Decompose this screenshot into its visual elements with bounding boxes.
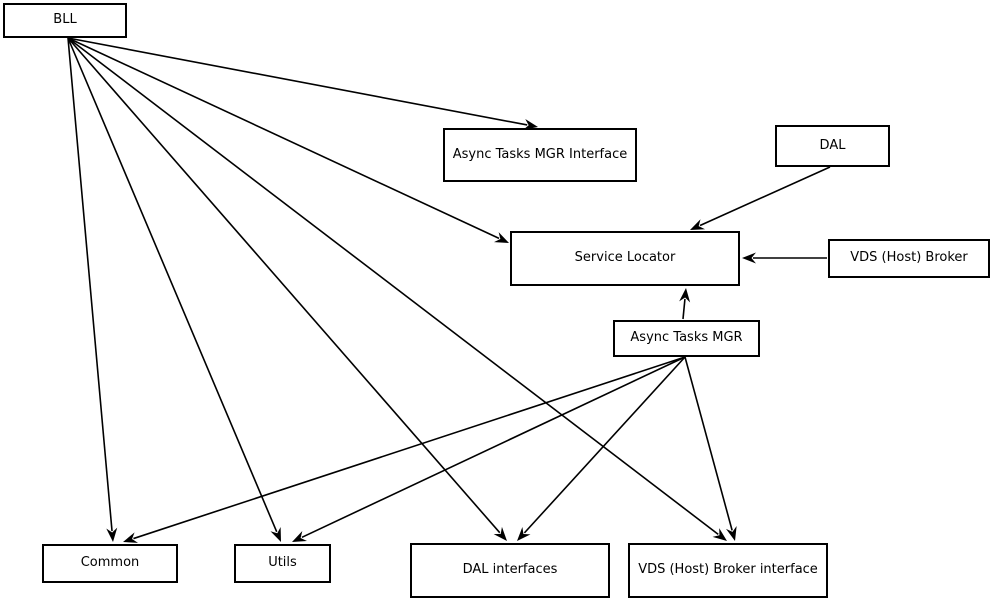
edge-arrowhead [712, 528, 727, 541]
edge-vds_broker-to-service_locator [742, 252, 827, 264]
edge-arrowhead [270, 526, 281, 542]
edge-bll-to-async_iface [67, 37, 538, 130]
edge-arrowhead [493, 232, 509, 243]
node-bll[interactable]: BLL [3, 3, 127, 38]
node-vds_iface[interactable]: VDS (Host) Broker interface [628, 543, 828, 598]
edge-bll-to-common [67, 37, 118, 542]
node-async_mgr[interactable]: Async Tasks MGR [613, 320, 760, 357]
edge-arrowhead [690, 219, 706, 230]
node-label-vds_broker: VDS (Host) Broker [850, 250, 968, 266]
node-dal[interactable]: DAL [775, 125, 890, 167]
edge-line [67, 37, 278, 533]
node-label-dal_iface: DAL interfaces [462, 562, 558, 578]
node-utils[interactable]: Utils [234, 544, 331, 583]
edge-line [67, 37, 501, 534]
edge-line [67, 37, 113, 532]
node-vds_broker[interactable]: VDS (Host) Broker [828, 239, 990, 278]
edge-arrowhead [726, 526, 737, 541]
edge-async_mgr-to-service_locator [679, 288, 691, 320]
node-service_locator[interactable]: Service Locator [510, 231, 740, 286]
node-label-async_mgr: Async Tasks MGR [630, 330, 743, 346]
edge-bll-to-utils [67, 37, 281, 542]
edge-line [682, 298, 686, 320]
node-label-utils: Utils [268, 555, 297, 571]
node-label-common: Common [80, 555, 140, 571]
edge-arrowhead [292, 531, 308, 542]
edge-line [67, 37, 500, 240]
edge-bll-to-service_locator [67, 37, 509, 243]
edge-arrowhead [106, 527, 118, 542]
edge-async_mgr-to-common [123, 356, 686, 543]
node-async_iface[interactable]: Async Tasks MGR Interface [443, 128, 637, 182]
edge-line [301, 356, 686, 539]
edge-line [133, 356, 686, 540]
node-label-async_iface: Async Tasks MGR Interface [452, 146, 628, 162]
node-label-vds_iface: VDS (Host) Broker interface [638, 562, 818, 578]
edge-arrowhead [679, 288, 691, 303]
node-label-bll: BLL [53, 12, 77, 28]
edge-bll-to-vds_iface [67, 37, 727, 541]
edge-arrowhead [517, 526, 531, 541]
edge-async_mgr-to-vds_iface [684, 356, 737, 541]
node-dal_iface[interactable]: DAL interfaces [410, 543, 610, 598]
edge-arrowhead [742, 252, 756, 264]
node-label-service_locator: Service Locator [574, 250, 676, 266]
edge-line [699, 166, 831, 227]
edge-arrowhead [123, 532, 139, 543]
node-common[interactable]: Common [42, 544, 178, 583]
edge-line [67, 37, 719, 535]
edge-line [684, 356, 733, 531]
edge-line [523, 356, 686, 534]
edge-arrowhead [523, 118, 538, 130]
edge-bll-to-dal_iface [67, 37, 507, 541]
node-label-dal: DAL [819, 137, 846, 153]
edge-async_mgr-to-dal_iface [517, 356, 686, 541]
edge-dal-to-service_locator [690, 166, 831, 230]
edge-line [67, 37, 528, 126]
edge-arrowhead [493, 526, 507, 541]
edge-async_mgr-to-utils [292, 356, 686, 542]
